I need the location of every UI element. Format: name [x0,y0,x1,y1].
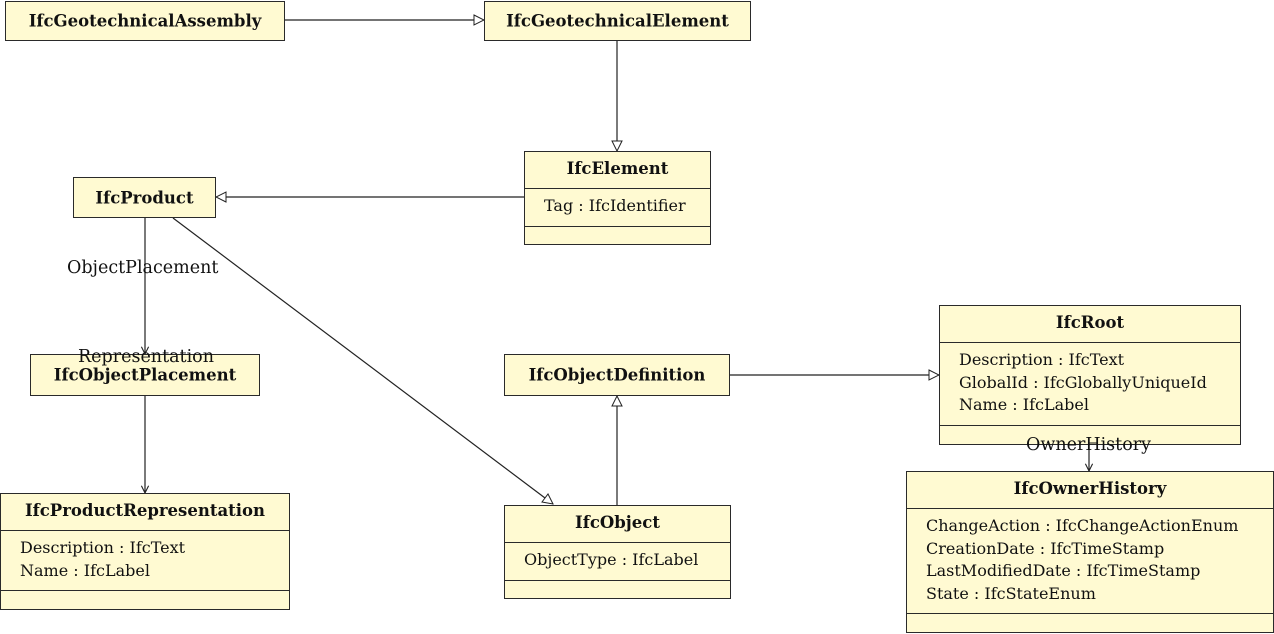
class-ifc-product[interactable]: IfcProduct [73,177,216,218]
class-ifc-root[interactable]: IfcRoot Description : IfcText GlobalId :… [939,305,1241,445]
operations-compartment [907,614,1273,630]
class-name: IfcProduct [95,188,194,207]
attribute: Name : IfcLabel [959,395,1089,414]
class-name: IfcProductRepresentation [1,494,289,531]
class-ifc-owner-history[interactable]: IfcOwnerHistory ChangeAction : IfcChange… [906,471,1274,633]
class-ifc-object-definition[interactable]: IfcObjectDefinition [504,354,730,396]
class-ifc-product-representation[interactable]: IfcProductRepresentation Description : I… [0,493,290,610]
relation-label-owner-history: OwnerHistory [1026,435,1151,455]
class-name: IfcGeotechnicalAssembly [28,11,262,31]
operations-compartment [525,227,710,243]
class-name: IfcRoot [940,306,1240,343]
class-name: IfcOwnerHistory [907,472,1273,509]
attribute: Description : IfcText [20,538,186,557]
class-ifc-geotechnical-element[interactable]: IfcGeotechnicalElement [484,1,751,41]
relation-label-object-placement: ObjectPlacement [67,258,219,278]
attribute: Name : IfcLabel [20,560,150,580]
attribute: Tag : IfcIdentifier [544,196,686,215]
attribute-compartment: Tag : IfcIdentifier [525,189,710,227]
operations-compartment [1,591,289,607]
class-ifc-element[interactable]: IfcElement Tag : IfcIdentifier [524,151,711,245]
attribute-compartment: ObjectType : IfcLabel [505,543,730,581]
operations-compartment [505,581,730,597]
class-ifc-object[interactable]: IfcObject ObjectType : IfcLabel [504,505,731,599]
class-name: IfcElement [525,152,710,189]
class-name: IfcObjectPlacement [53,365,237,385]
attribute: ObjectType : IfcLabel [524,550,699,569]
attribute-compartment: Description : IfcText Name : IfcLabel [1,531,289,591]
class-name: IfcObject [505,506,730,543]
attribute-compartment: ChangeAction : IfcChangeActionEnum Creat… [907,509,1273,614]
attribute: State : IfcStateEnum [926,583,1096,603]
relation-label-representation: Representation [78,347,214,367]
edge-product-to-object [172,217,553,504]
attribute: CreationDate : IfcTimeStamp [926,538,1165,558]
class-ifc-geotechnical-assembly[interactable]: IfcGeotechnicalAssembly [5,1,285,41]
attribute: Description : IfcText [959,350,1125,369]
attribute-compartment: Description : IfcText GlobalId : IfcGlob… [940,343,1240,426]
attribute: ChangeAction : IfcChangeActionEnum [926,516,1239,535]
attribute: GlobalId : IfcGloballyUniqueId [959,372,1207,392]
class-ifc-object-placement[interactable]: IfcObjectPlacement [30,354,260,396]
class-name: IfcObjectDefinition [528,365,706,385]
attribute: LastModifiedDate : IfcTimeStamp [926,561,1201,580]
class-name: IfcGeotechnicalElement [506,11,729,31]
